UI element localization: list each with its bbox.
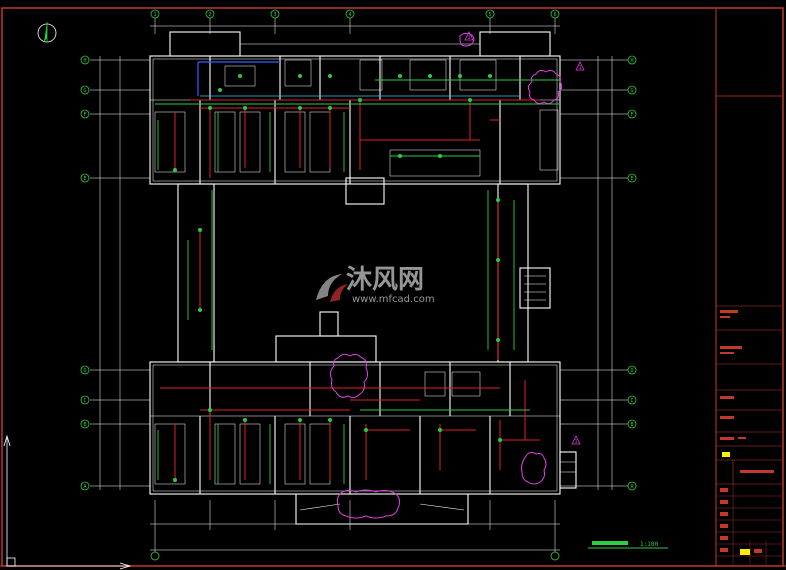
watermark-url: www.mfcad.com [352,294,435,305]
grid-label-G-right: G [630,88,633,94]
plumbing-fixtures [154,59,559,485]
drainage-pipes [155,79,560,484]
title-block [715,8,783,566]
grid-label-C-right: C [630,398,633,404]
grid-label-A-left: A [83,484,86,490]
grid-label-D-left: D [83,368,86,374]
revision-mark-labels: 1 1 1 [467,35,581,445]
revision-triangles [464,31,585,445]
water-supply-pipes [160,79,560,480]
drawing-scale: 1:100 [640,541,658,548]
grid-label-E-right: E [630,176,633,182]
grid-label-2: 2 [208,12,211,18]
grid-label-B-left: B [83,422,86,428]
watermark-brand: 沐风网 [346,265,424,295]
grid-label-5: 5 [488,12,491,18]
grid-label-F-left: F [83,112,86,118]
pipe-nodes [173,74,502,482]
grid-label-1: 1 [153,12,156,18]
grid-label-G-left: G [83,88,86,94]
grid-label-B-right: B [630,422,633,428]
revision-mark-1: 1 [467,35,470,41]
mfcad-logo-icon [316,274,348,302]
grid-label-C-left: C [83,398,86,404]
drawing-title-block: 1:100 [588,541,668,549]
revision-clouds [329,32,563,519]
grid-label-D-right: D [630,368,633,374]
revision-mark-3: 1 [574,439,577,445]
grid-bubble-labels: 1 2 3 4 5 6 H G F E D C B A H G F E D C … [83,12,633,490]
grid-label-6: 6 [553,12,556,18]
grid-label-E-left: E [83,176,86,182]
ucs-axis-icon [3,434,132,570]
grid-bubbles [80,9,637,561]
grid-label-H-right: H [630,58,633,64]
watermark: 沐风网 www.mfcad.com [316,265,435,305]
grid-label-A-right: A [630,484,633,490]
grid-label-4: 4 [348,12,351,18]
revision-mark-2: 1 [578,65,581,71]
grid-label-3: 3 [273,12,276,18]
north-arrow-icon [37,22,57,43]
grid-label-F-right: F [630,112,633,118]
grid-label-H-left: H [83,58,86,64]
